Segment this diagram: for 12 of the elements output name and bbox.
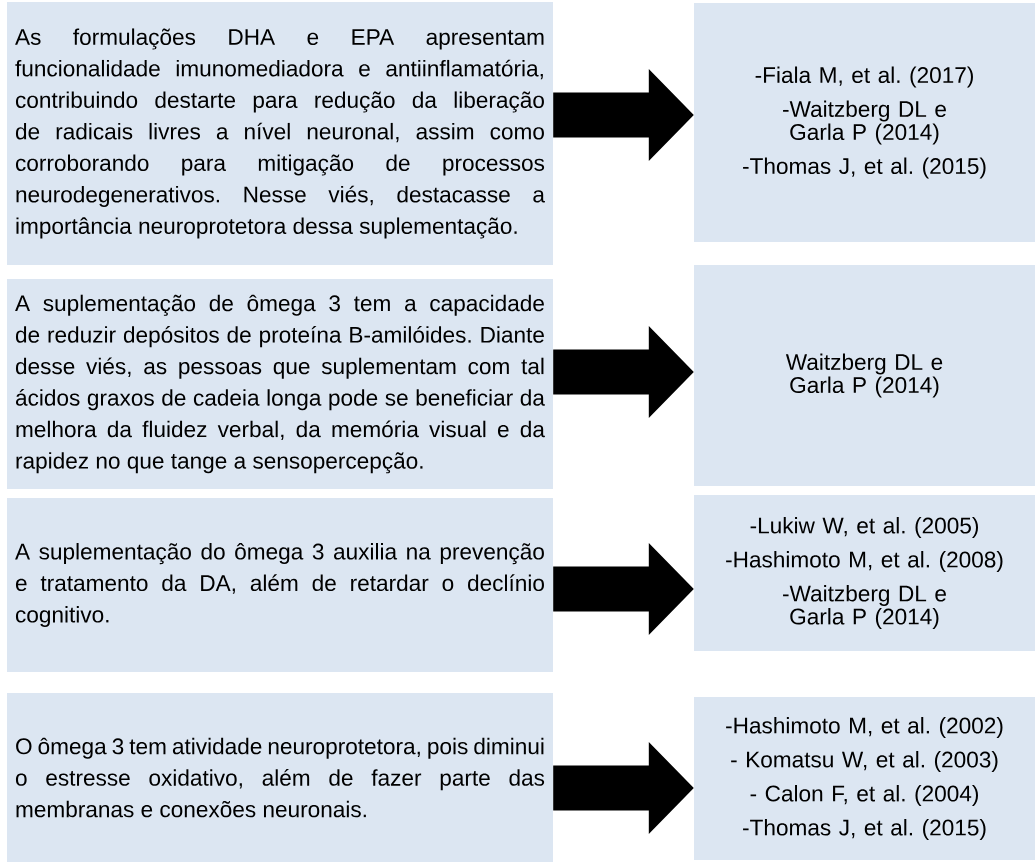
text-box: A suplementação do ômega 3 auxilia na prevenção e tratamento da DA, além de retardar o declínio cognitivo.: [7, 498, 553, 672]
block-arrow: [553, 543, 694, 635]
block-arrow: [553, 326, 694, 418]
text-box: A suplementação de ômega 3 tem a capacidade de reduzir depósitos de proteína B-amilóides. Diante desse viés, as pessoas que suplementam com tal ácidos graxos de cadeia longa pode se beneficiar da melhora da fluidez verbal, da memória visual e da rapidez no que tange a sensopercepção.: [7, 279, 553, 489]
text-box: O ômega 3 tem atividade neuroprotetora, pois diminui o estresse oxidativo, além de fazer parte das membranas e conexões neuronais.: [7, 693, 553, 862]
reference-box: -Hashimoto M, et al. (2002) - Komatsu W, et al. (2003) - Calon F, et al. (2004) -Thomas J, et al. (2015): [694, 697, 1035, 860]
reference-box: -Fiala M, et al. (2017) -Waitzberg DL e Garla P (2014) -Thomas J, et al. (2015): [694, 3, 1035, 242]
reference-box: Waitzberg DL e Garla P (2014): [694, 265, 1035, 486]
reference-box: -Lukiw W, et al. (2005) -Hashimoto M, et al. (2008) -Waitzberg DL e Garla P (2014): [694, 495, 1035, 651]
text-box: As formulações DHA e EPA apresentam funcionalidade imunomediadora e antiinflamatória, contribuindo destarte para redução da liberação de radicais livres a nível neuronal, assim como corroborando para mitigação de processos neurodegenerativos. Nesse viés, destacasse a importância neuroprotetora dessa suplementação.: [7, 2, 553, 265]
block-arrow: [553, 69, 694, 161]
block-arrow: [553, 742, 694, 834]
